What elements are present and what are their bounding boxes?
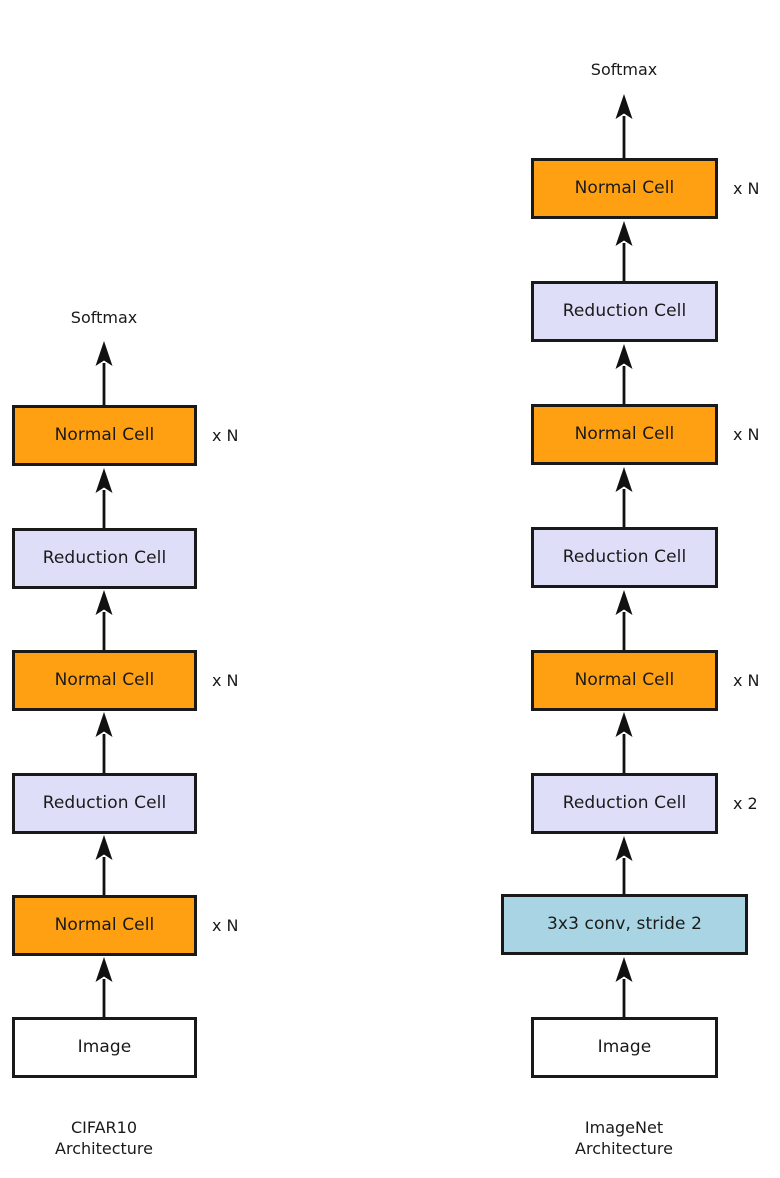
cifar10-block-image[interactable]: Image <box>12 1017 197 1078</box>
imagenet-arrow-7 <box>613 957 635 1018</box>
imagenet-caption: ImageNet Architecture <box>575 1117 673 1159</box>
cifar10-arrow-2 <box>93 590 115 650</box>
cifar10-block-normal-cell-3[interactable]: Normal Cell <box>12 895 197 956</box>
imagenet-multiplier-reduction-cell-3: x 2 <box>733 794 758 813</box>
imagenet-block-normal-cell-3[interactable]: Normal Cell <box>531 650 718 711</box>
imagenet-block-reduction-cell-2[interactable]: Reduction Cell <box>531 527 718 588</box>
imagenet-caption-line-1: ImageNet <box>584 1118 664 1137</box>
cifar10-arrow-4 <box>93 835 115 895</box>
imagenet-arrow-5 <box>613 712 635 773</box>
cifar10-caption-line-1: CIFAR10 <box>70 1118 138 1137</box>
cifar10-arrow-1 <box>93 468 115 528</box>
cifar10-multiplier-normal-cell-1: x N <box>212 426 239 445</box>
imagenet-arrow-3 <box>613 467 635 527</box>
imagenet-arrow-4 <box>613 590 635 650</box>
cifar10-caption: CIFAR10 Architecture <box>55 1117 153 1159</box>
imagenet-block-reduction-cell-1[interactable]: Reduction Cell <box>531 281 718 342</box>
cifar10-block-reduction-cell-2[interactable]: Reduction Cell <box>12 773 197 834</box>
cifar10-arrow-to-softmax <box>93 341 115 405</box>
imagenet-block-image[interactable]: Image <box>531 1017 718 1078</box>
imagenet-caption-line-2: Architecture <box>575 1139 673 1158</box>
cifar10-multiplier-normal-cell-3: x N <box>212 916 239 935</box>
imagenet-block-normal-cell-2[interactable]: Normal Cell <box>531 404 718 465</box>
imagenet-multiplier-normal-cell-1: x N <box>733 179 760 198</box>
cifar10-block-reduction-cell-1[interactable]: Reduction Cell <box>12 528 197 589</box>
imagenet-arrow-6 <box>613 836 635 895</box>
cifar10-multiplier-normal-cell-2: x N <box>212 671 239 690</box>
cifar10-softmax-label: Softmax <box>70 308 138 327</box>
imagenet-block-conv-3x3-stride-2[interactable]: 3x3 conv, stride 2 <box>501 894 748 955</box>
imagenet-multiplier-normal-cell-2: x N <box>733 425 760 444</box>
imagenet-block-reduction-cell-3[interactable]: Reduction Cell <box>531 773 718 834</box>
imagenet-arrow-to-softmax <box>613 94 635 158</box>
imagenet-softmax-label: Softmax <box>590 60 658 79</box>
cifar10-block-normal-cell-1[interactable]: Normal Cell <box>12 405 197 466</box>
cifar10-arrow-3 <box>93 712 115 773</box>
imagenet-multiplier-normal-cell-3: x N <box>733 671 760 690</box>
cifar10-block-normal-cell-2[interactable]: Normal Cell <box>12 650 197 711</box>
imagenet-arrow-1 <box>613 221 635 281</box>
cifar10-caption-line-2: Architecture <box>55 1139 153 1158</box>
imagenet-arrow-2 <box>613 344 635 404</box>
cifar10-arrow-5 <box>93 957 115 1018</box>
imagenet-block-normal-cell-1[interactable]: Normal Cell <box>531 158 718 219</box>
